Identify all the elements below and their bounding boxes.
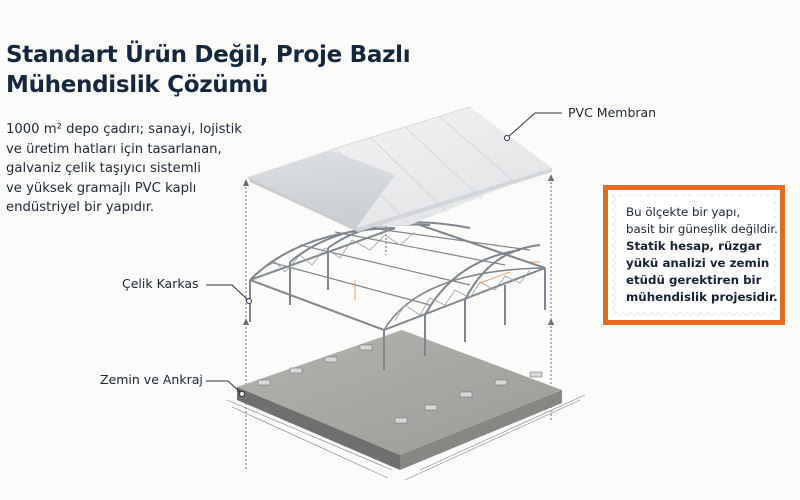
- page-title: Standart Ürün Değil, Proje Bazlı Mühendi…: [6, 40, 411, 100]
- label-pvc-membrane: PVC Membran: [568, 105, 657, 120]
- callout-box: Bu ölçekte bir yapı, basit bir güneşlik …: [603, 185, 785, 325]
- title-line-1: Standart Ürün Değil, Proje Bazlı: [6, 42, 411, 68]
- callout-line-bold: yükü analizi ve zemin: [626, 256, 770, 270]
- dimension-markers: [354, 261, 540, 300]
- intro-line: endüstriyel bir yapıdır.: [6, 200, 155, 215]
- callout-line: Bu ölçekte bir yapı,: [626, 205, 741, 219]
- membrane-roof: [248, 106, 552, 232]
- title-line-2: Mühendislik Çözümü: [6, 72, 269, 98]
- leader-lines: [206, 112, 562, 393]
- callout-line-bold: Statik hesap, rüzgar: [626, 239, 762, 253]
- concrete-slab: [226, 330, 586, 481]
- callout-text: Bu ölçekte bir yapı, basit bir güneşlik …: [616, 196, 778, 312]
- label-steel-frame: Çelik Karkas: [122, 276, 199, 291]
- callout-line: basit bir güneşlik değildir.: [626, 222, 778, 236]
- leader-dots: [239, 135, 510, 397]
- intro-line: ve yüksek gramajlı PVC kaplı: [6, 180, 197, 196]
- intro-line: ve üretim hatları için tasarlanan,: [6, 141, 222, 157]
- label-foundation: Zemin ve Ankraj: [100, 372, 203, 387]
- truss-webbing: [259, 231, 531, 321]
- intro-line: 1000 m² depo çadırı; sanayi, lojistik: [6, 122, 242, 137]
- callout-line-bold: etüdü gerektiren bir: [626, 273, 762, 287]
- intro-paragraph: 1000 m² depo çadırı; sanayi, lojistik ve…: [6, 120, 276, 218]
- intro-line: galvaniz çelik taşıyıcı sistemli: [6, 161, 201, 176]
- callout-line-bold: mühendislik projesidir.: [626, 290, 778, 304]
